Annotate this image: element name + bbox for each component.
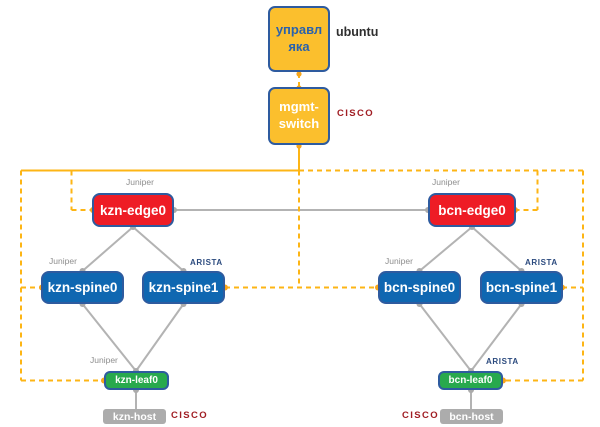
link-kzn-edge0--kzn-spine1 — [132, 226, 185, 272]
mgmt-links-solid — [21, 146, 300, 172]
link-kzn-spine1--kzn-leaf0 — [135, 303, 185, 372]
vendor-label-juniper: Juniper — [90, 355, 118, 365]
mgmt-links-dashed — [20, 73, 584, 382]
node-kzn-spine1: kzn-spine1 — [142, 271, 225, 304]
node-kzn-leaf0: kzn-leaf0 — [104, 371, 169, 390]
node-label: kzn-edge0 — [99, 202, 167, 218]
node-bcn-host: bcn-host — [440, 409, 503, 424]
vendor-label-cisco: CISCO — [402, 410, 440, 421]
node-label: switch — [278, 116, 320, 131]
node-label: bcn-spine1 — [485, 280, 558, 295]
node-kzn-host: kzn-host — [103, 409, 166, 424]
node-kzn-spine0: kzn-spine0 — [41, 271, 124, 304]
vendor-label-arista: ARISTA — [525, 258, 558, 267]
vendor-label-juniper: Juniper — [126, 177, 154, 187]
node-label: kzn-spine0 — [47, 280, 118, 295]
node-label: mgmt- — [279, 99, 319, 115]
data-links — [81, 209, 523, 410]
vendor-label-juniper: Juniper — [385, 256, 413, 266]
node-label: kzn-spine1 — [148, 280, 219, 295]
vendor-label-arista: ARISTA — [190, 258, 223, 267]
node-label: kzn-host — [112, 410, 157, 423]
node-label: bcn-spine0 — [383, 280, 456, 295]
vendor-label-juniper: Juniper — [49, 256, 77, 266]
node-kzn-edge0: kzn-edge0 — [92, 193, 174, 227]
node-bcn-edge0: bcn-edge0 — [428, 193, 516, 227]
link-bcn-edge0--bcn-spine0 — [418, 226, 473, 272]
link-bcn-spine0--bcn-leaf0 — [418, 303, 472, 372]
node-bcn-leaf0: bcn-leaf0 — [438, 371, 503, 390]
node-label: яка — [288, 39, 310, 54]
link-kzn-spine0--kzn-leaf0 — [81, 303, 137, 372]
vendor-label-cisco: CISCO — [171, 410, 209, 421]
node-mgmt-switch: mgmt- switch — [268, 87, 330, 145]
vendor-label-cisco: CISCO — [337, 108, 375, 119]
node-bcn-spine0: bcn-spine0 — [378, 271, 461, 304]
vendor-label-juniper: Juniper — [432, 177, 460, 187]
node-label: bcn-leaf0 — [448, 375, 493, 386]
link-kzn-edge0--kzn-spine0 — [81, 226, 134, 272]
node-label: bcn-edge0 — [438, 202, 506, 218]
vendor-label-ubuntu: ubuntu — [336, 25, 379, 39]
node-label: управл — [275, 22, 323, 38]
vendor-label-arista: ARISTA — [486, 357, 519, 366]
link-bcn-spine1--bcn-leaf0 — [470, 303, 523, 372]
node-label: bcn-host — [449, 410, 494, 423]
node-bcn-spine1: bcn-spine1 — [480, 271, 563, 304]
node-mgmt-server: управл яка — [268, 6, 330, 72]
node-label: kzn-leaf0 — [115, 375, 158, 386]
link-bcn-edge0--bcn-spine1 — [471, 226, 523, 272]
